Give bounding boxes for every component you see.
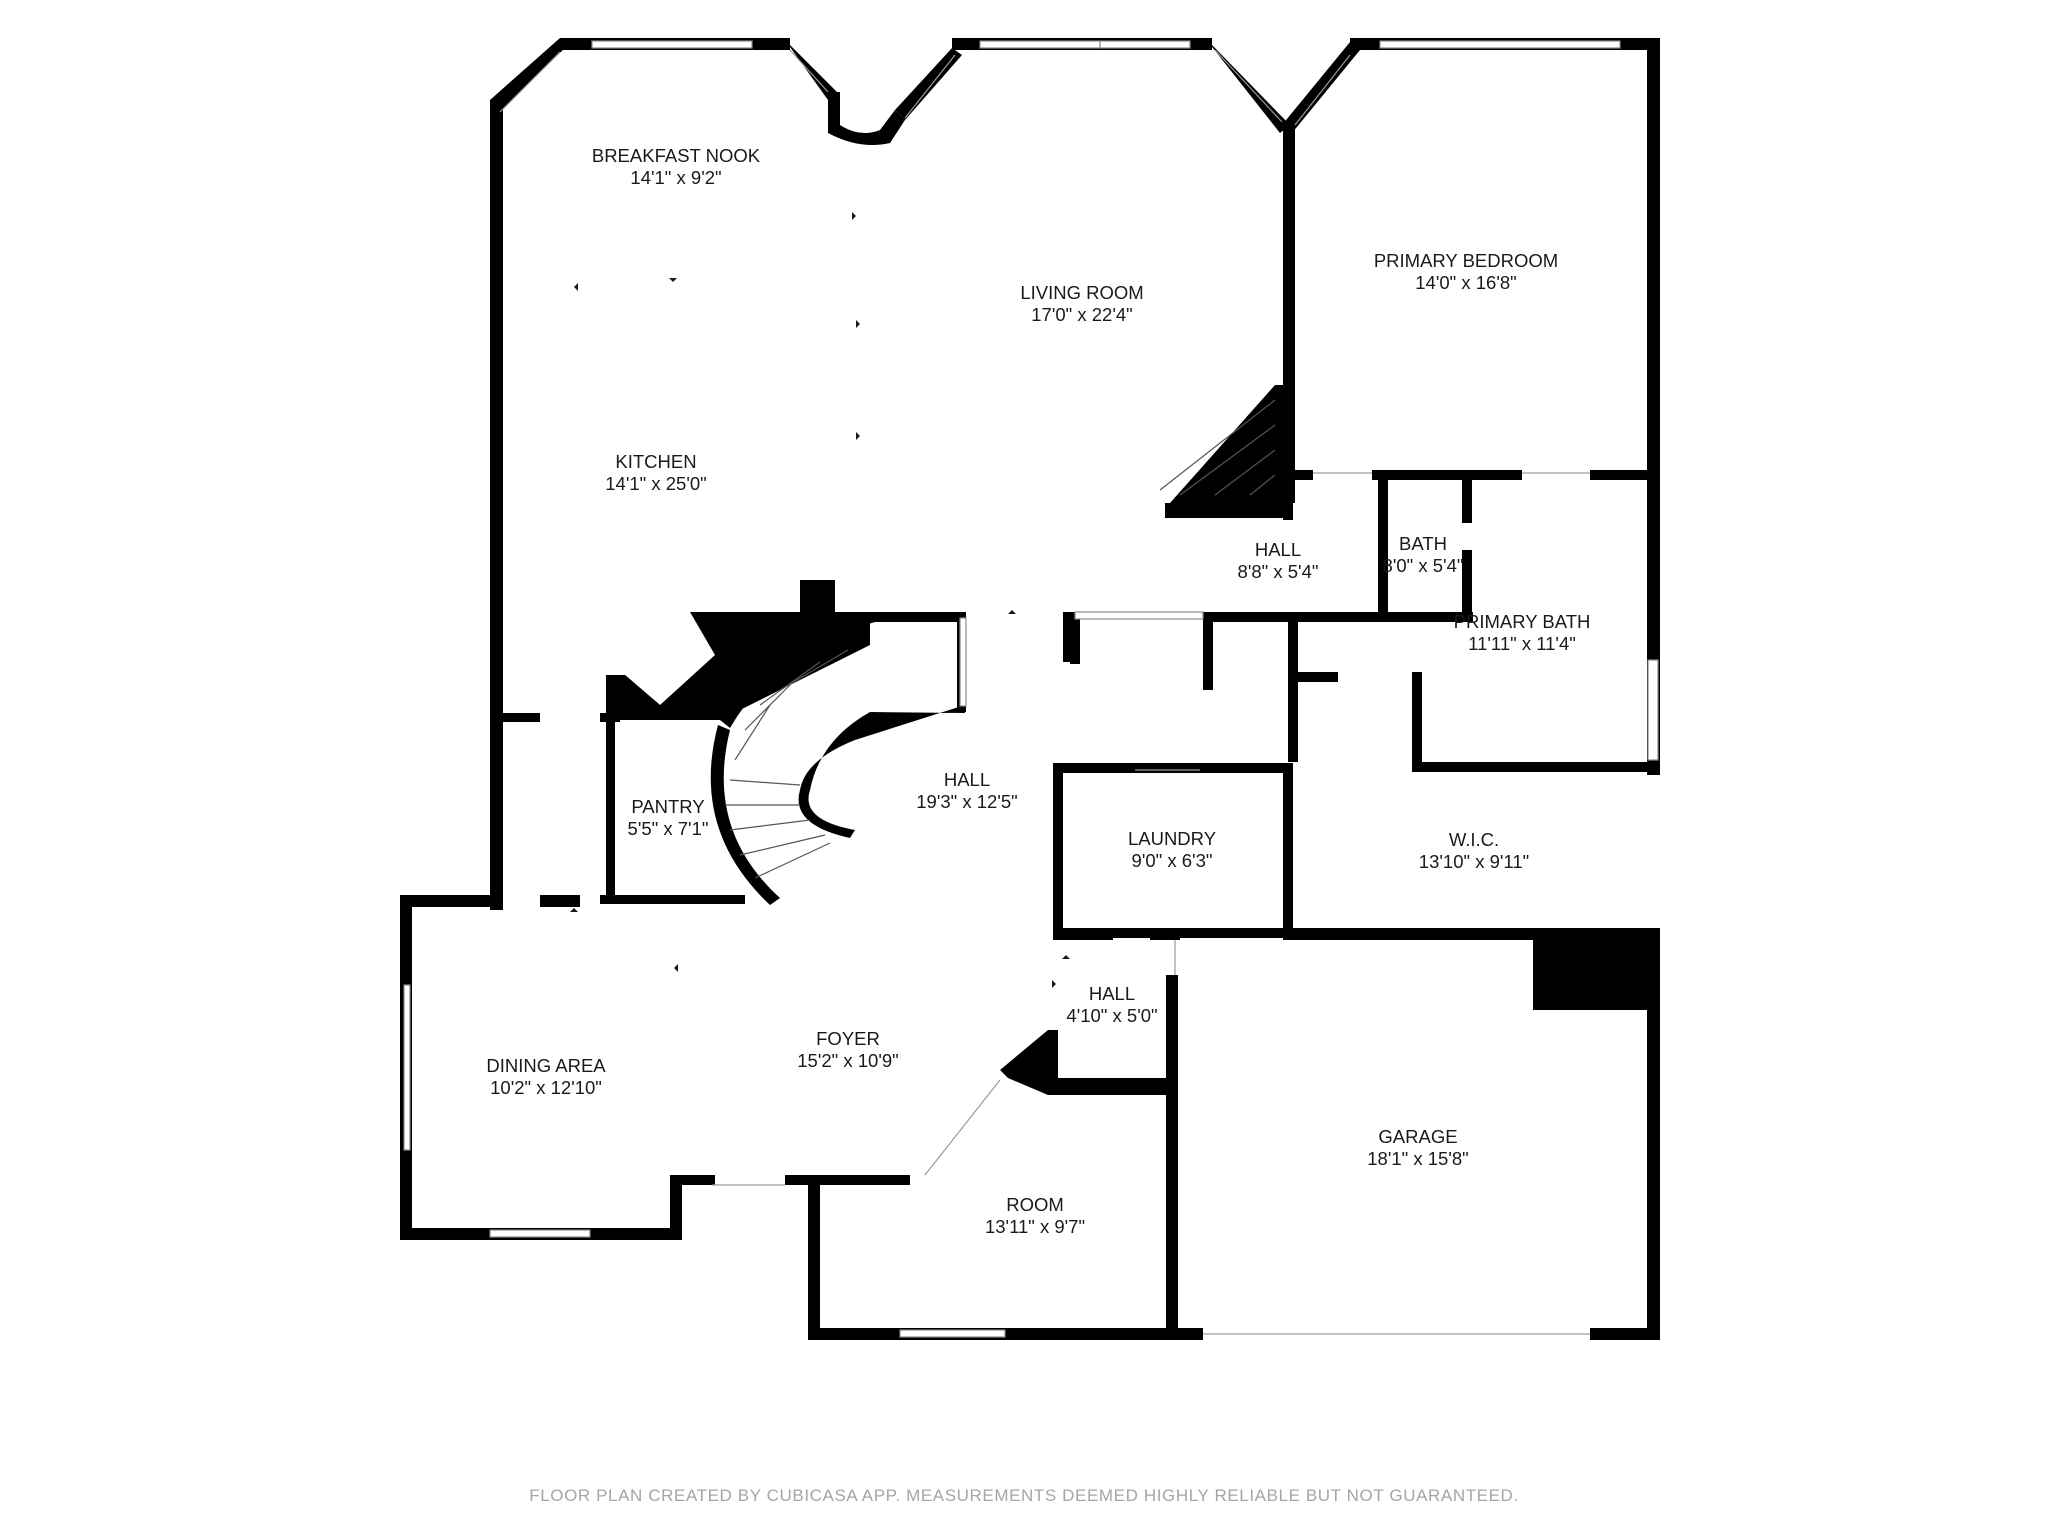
primary-bath-label: PRIMARY BATH — [1454, 611, 1591, 632]
staircase — [725, 399, 1276, 879]
garage-label: GARAGE — [1378, 1126, 1457, 1147]
footer-disclaimer: FLOOR PLAN CREATED BY CUBICASA APP. MEAS… — [529, 1486, 1519, 1505]
foyer-label: FOYER — [816, 1028, 880, 1049]
laundry-label: LAUNDRY — [1128, 828, 1216, 849]
pantry-label: PANTRY — [631, 796, 704, 817]
wic-dims: 13'10" x 9'11" — [1419, 851, 1529, 872]
windows — [403, 40, 1659, 1338]
living-room-dims: 17'0" x 22'4" — [1031, 304, 1132, 325]
living-room-label: LIVING ROOM — [1020, 282, 1143, 303]
kitchen-dims: 14'1" x 25'0" — [605, 473, 706, 494]
walls — [400, 38, 1660, 1340]
doors — [499, 49, 1590, 1335]
room-label: ROOM — [1006, 1194, 1064, 1215]
bath-label: BATH — [1399, 533, 1447, 554]
hall-small-label: HALL — [1089, 983, 1135, 1004]
hall-upper-label: HALL — [1255, 539, 1301, 560]
foyer-dims: 15'2" x 10'9" — [797, 1050, 898, 1071]
garage-dims: 18'1" x 15'8" — [1367, 1148, 1468, 1169]
primary-bedroom-label: PRIMARY BEDROOM — [1374, 250, 1558, 271]
dining-area-label: DINING AREA — [486, 1055, 606, 1076]
bath-dims: 8'0" x 5'4" — [1383, 555, 1464, 576]
breakfast-nook-label: BREAKFAST NOOK — [592, 145, 761, 166]
dimension-markers — [570, 212, 1070, 988]
hall-upper-dims: 8'8" x 5'4" — [1238, 561, 1319, 582]
hall-main-label: HALL — [944, 769, 990, 790]
dining-area-dims: 10'2" x 12'10" — [490, 1077, 602, 1098]
kitchen-label: KITCHEN — [615, 451, 696, 472]
laundry-dims: 9'0" x 6'3" — [1132, 850, 1213, 871]
hall-small-dims: 4'10" x 5'0" — [1066, 1005, 1157, 1026]
primary-bedroom-dims: 14'0" x 16'8" — [1415, 272, 1516, 293]
pantry-dims: 5'5" x 7'1" — [628, 818, 709, 839]
room-dims: 13'11" x 9'7" — [985, 1216, 1085, 1237]
hall-main-dims: 19'3" x 12'5" — [916, 791, 1017, 812]
primary-bath-dims: 11'11" x 11'4" — [1468, 633, 1576, 654]
wic-label: W.I.C. — [1449, 829, 1499, 850]
breakfast-nook-dims: 14'1" x 9'2" — [630, 167, 721, 188]
room-labels: BREAKFAST NOOK 14'1" x 9'2" LIVING ROOM … — [486, 145, 1590, 1237]
